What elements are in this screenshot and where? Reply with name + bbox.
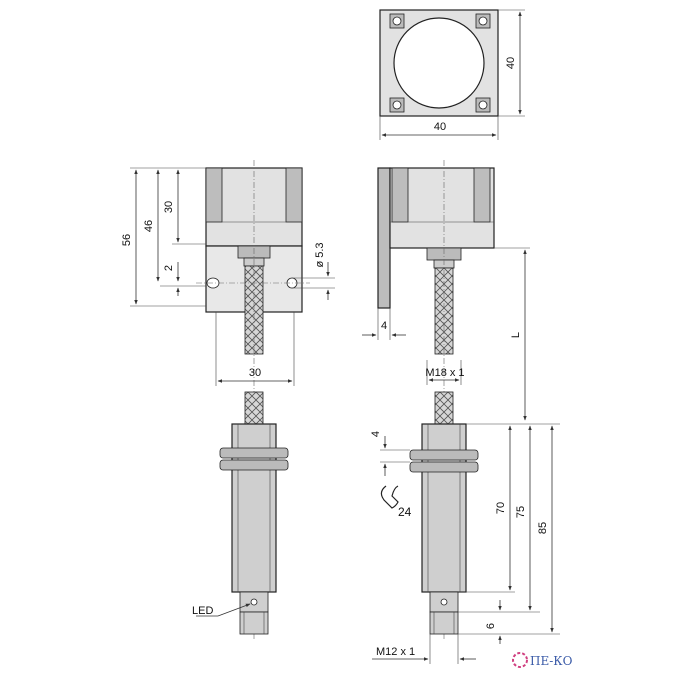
dim-height-46: 46 [143,220,155,232]
dim-top-height: 40 [505,57,517,69]
dim-height-56: 56 [121,234,133,246]
screw-top-right [475,13,491,29]
dim-length-85: 85 [537,522,549,534]
led-indicator [250,598,258,606]
dim-wrench-size: 24 [398,505,412,519]
dim-connector-length: 6 [485,623,497,629]
screw-bottom-right [475,97,491,113]
dim-height-2: 2 [163,265,175,271]
dim-length-75: 75 [515,506,527,518]
dim-hole-diameter: ø 5.3 [314,242,326,267]
screw-top-left [389,13,405,29]
dim-plate-thickness: 4 [381,320,387,332]
dim-length-70: 70 [495,502,507,514]
screw-bottom-left [389,97,405,113]
dim-top-width: 40 [434,121,446,133]
dim-length-L: L [510,332,522,338]
dim-height-30: 30 [163,201,175,213]
gear-icon [512,652,528,668]
sensor-right: 4 24 70 75 85 6 M12 x 1 [370,391,560,664]
dim-bracket-width: 30 [249,367,261,379]
dim-nut-height: 4 [370,431,382,437]
side-bracket-view: 4 L M18 x 1 [362,160,530,640]
front-bracket-view: 56 46 30 2 ø 5.3 30 [121,160,335,640]
top-view: 40 40 [379,9,525,140]
dim-thread-sensor: M18 x 1 [425,367,464,379]
company-logo: ПЕ-КО [512,652,573,668]
dim-thread-connector: M12 x 1 [376,646,415,658]
logo-text: ПЕ-КО [530,654,573,668]
sensor-left: LED [192,391,289,635]
led-label: LED [192,605,213,617]
wrench-icon [380,485,399,509]
